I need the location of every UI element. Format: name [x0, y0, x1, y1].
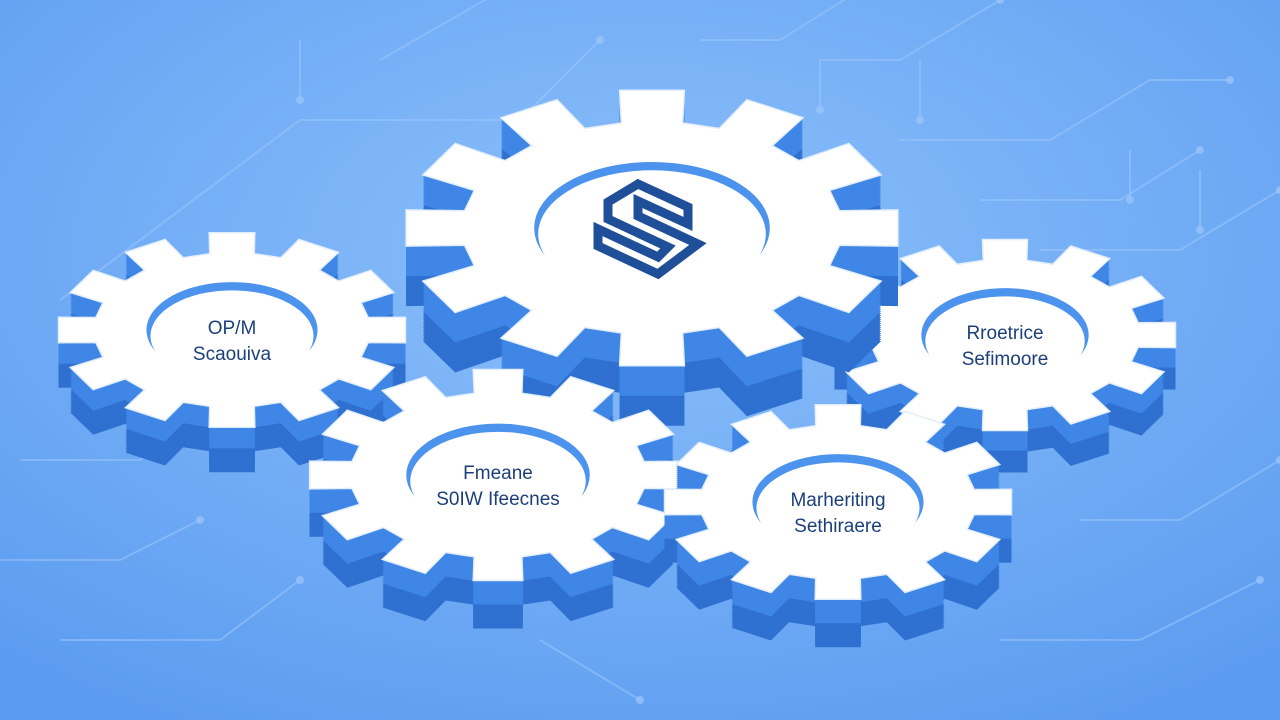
- gear-top-left-label-line1: OP/M: [208, 318, 257, 339]
- gear-top-left-label-line2: Scaouiva: [193, 344, 272, 365]
- gear-bottom-left-label-line1: Fmeane: [463, 463, 533, 484]
- gear-top-left: OP/M Scaouiva: [57, 232, 407, 473]
- gear-bottom-right-label-line2: Sethiraere: [794, 516, 882, 537]
- gear-bottom-right-label-line1: Marheriting: [790, 490, 885, 511]
- gear-center-large: [405, 89, 899, 426]
- gear-top-right-label-line2: Sefimoore: [962, 349, 1049, 370]
- gear-top-right-label-line1: Rroetrice: [966, 323, 1043, 344]
- gear-bottom-left-label-line2: S0IW Ifeecnes: [436, 489, 560, 510]
- s-logo-icon: [593, 178, 707, 280]
